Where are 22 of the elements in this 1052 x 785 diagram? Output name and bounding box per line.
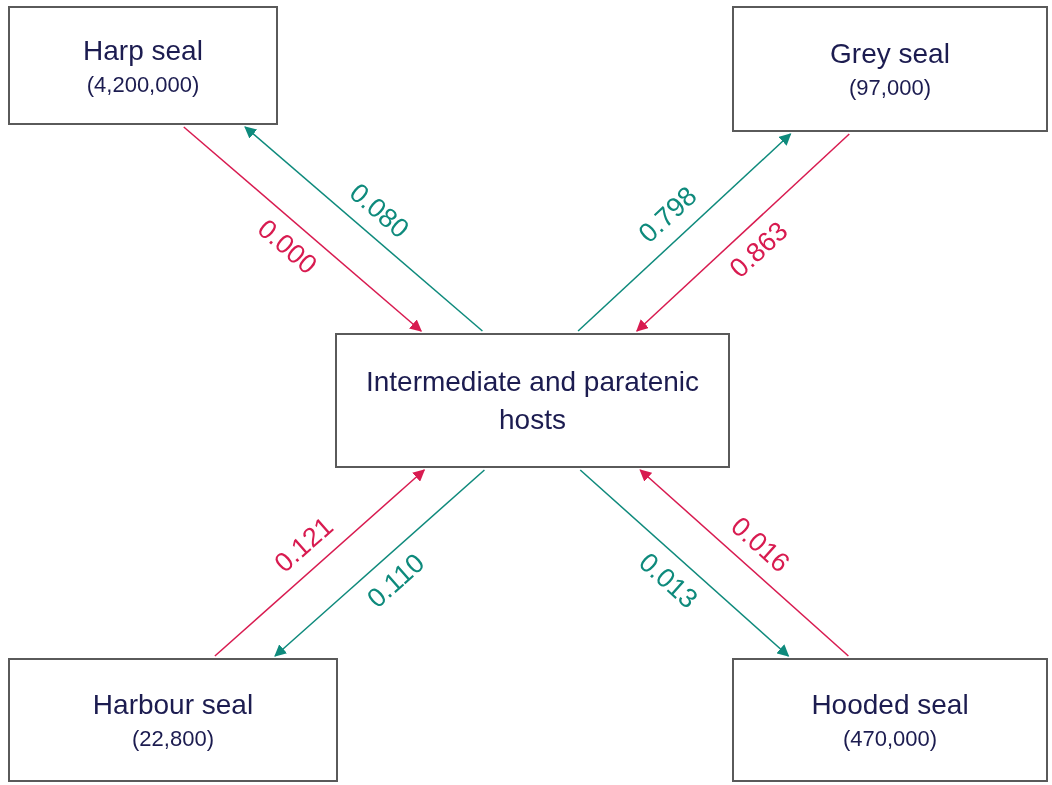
- box-title: Harp seal: [82, 33, 204, 68]
- arrow: [244, 126, 484, 332]
- box-title: Hooded seal: [810, 688, 970, 722]
- arrow: [636, 133, 850, 332]
- seal-box: [732, 6, 1048, 132]
- seal-box: [8, 6, 278, 125]
- arrow: [579, 469, 790, 657]
- box-title: Intermediate and paratenic hosts: [364, 364, 701, 437]
- seal-box: [732, 658, 1048, 782]
- population-count: (470,000): [842, 725, 938, 753]
- box-title: Harbour seal: [91, 688, 255, 722]
- box-title: Grey seal: [829, 37, 951, 71]
- seal-box: [8, 658, 338, 782]
- arrow: [577, 133, 792, 332]
- population-count: (22,800): [132, 725, 214, 753]
- arrow: [214, 469, 426, 657]
- arrow: [639, 469, 850, 657]
- arrow: [183, 126, 422, 332]
- seal-box: [335, 333, 730, 468]
- population-count: (97,000): [849, 74, 931, 102]
- arrow: [274, 469, 486, 657]
- population-count: (4,200,000): [86, 70, 200, 99]
